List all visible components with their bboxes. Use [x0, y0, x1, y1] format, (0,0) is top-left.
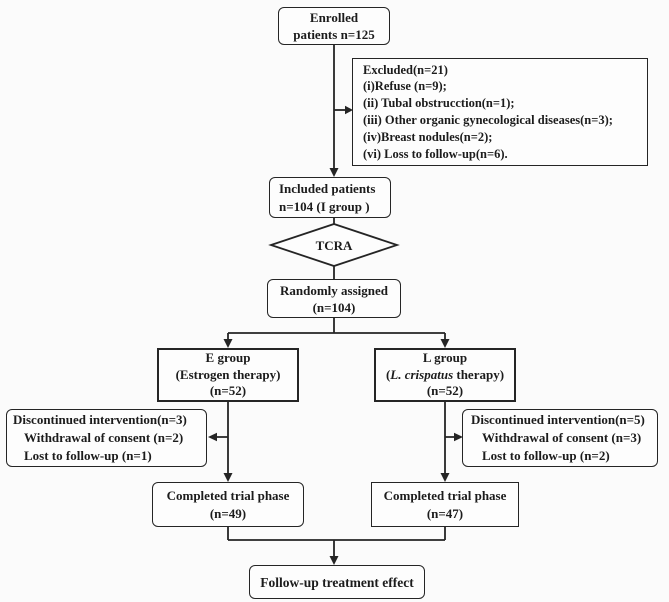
text-line: (n=104)	[312, 299, 356, 315]
text-line: (n=47)	[426, 505, 464, 521]
arrow-down-lgroup-icon	[440, 339, 450, 348]
text-line: Enrolled	[309, 10, 359, 25]
arrow-down-completed-right-icon	[440, 473, 450, 482]
discontinued-left-box: Discontinued intervention(n=3) Withdrawa…	[6, 409, 207, 467]
line-merge-to-followup	[227, 527, 446, 558]
tcra-decision-label: TCRA	[294, 235, 374, 255]
included-box: Included patients n=104 (I group )	[269, 177, 391, 218]
line-egroup-down	[216, 402, 229, 475]
arrow-down-included-icon	[329, 168, 339, 177]
discontinued-right-box: Discontinued intervention(n=5) Withdrawa…	[462, 409, 658, 467]
species-name-italic: L. crispatus	[390, 366, 454, 382]
text-line: Lost to follow-up (n=1)	[24, 448, 152, 463]
text-line: (n=52)	[209, 383, 247, 399]
text-line: Discontinued intervention(n=5)	[471, 412, 645, 427]
text-line: (iii) Other organic gynecological diseas…	[363, 113, 613, 127]
randomized-box: Randomly assigned (n=104)	[267, 279, 401, 318]
arrow-left-discontinued-icon	[208, 432, 217, 442]
text-line: Randomly assigned	[280, 282, 388, 298]
l-group-box: L group (L. crispatus therapy) (n=52)	[374, 348, 516, 402]
text-line: (i)Refuse (n=9);	[363, 79, 447, 94]
text-line: Withdrawal of consent (n=3)	[482, 430, 642, 445]
text-line: n=104 (I group )	[279, 198, 370, 214]
arrow-right-discontinued-icon	[454, 432, 463, 442]
text-line: Withdrawal of consent (n=2)	[24, 430, 184, 445]
text-line: Included patients	[279, 180, 376, 196]
tcra-diamond-shape	[268, 223, 400, 267]
text-line: Excluded(n=21)	[363, 62, 448, 77]
completed-left-box: Completed trial phase (n=49)	[152, 482, 304, 527]
text-line: (ii) Tubal obstrucction(n=1);	[363, 96, 515, 111]
arrow-down-egroup-icon	[223, 339, 233, 348]
text-fragment: therapy)	[453, 366, 505, 382]
text-line: Discontinued intervention(n=3)	[13, 412, 187, 427]
text-line: Lost to follow-up (n=2)	[482, 448, 610, 463]
text-line: (Estrogen therapy)	[175, 366, 281, 382]
line-lgroup-down	[444, 402, 455, 475]
completed-right-box: Completed trial phase (n=47)	[371, 482, 519, 527]
text-line: (n=49)	[209, 505, 247, 521]
text-line: Completed trial phase	[383, 487, 507, 503]
arrow-down-followup-icon	[329, 556, 339, 565]
text-line: (iv)Breast nodules(n=2);	[363, 129, 493, 144]
arrow-right-excluded-icon	[345, 105, 353, 115]
arrow-down-completed-left-icon	[223, 473, 233, 482]
arrowheads	[208, 105, 463, 565]
text-line: TCRA	[315, 237, 353, 253]
e-group-box: E group (Estrogen therapy) (n=52)	[157, 348, 299, 402]
text-line: E group	[205, 350, 251, 366]
text-line: Follow-up treatment effect	[260, 574, 414, 590]
text-line: (vi) Loss to follow-up(n=6).	[363, 146, 508, 161]
text-line: L group	[422, 350, 468, 366]
connector-lines	[216, 44, 455, 558]
text-line: patients n=125	[293, 27, 375, 42]
text-line: (L. crispatus therapy)	[376, 367, 514, 384]
follow-up-box: Follow-up treatment effect	[249, 565, 425, 599]
text-fragment: (	[385, 366, 391, 382]
enrolled-box: Enrolled patients n=125	[278, 7, 390, 45]
line-randomized-split	[227, 317, 446, 341]
excluded-box: Excluded(n=21) (i)Refuse (n=9); (ii) Tub…	[352, 58, 648, 166]
text-line: (n=52)	[426, 383, 464, 399]
text-line: Completed trial phase	[166, 487, 290, 503]
